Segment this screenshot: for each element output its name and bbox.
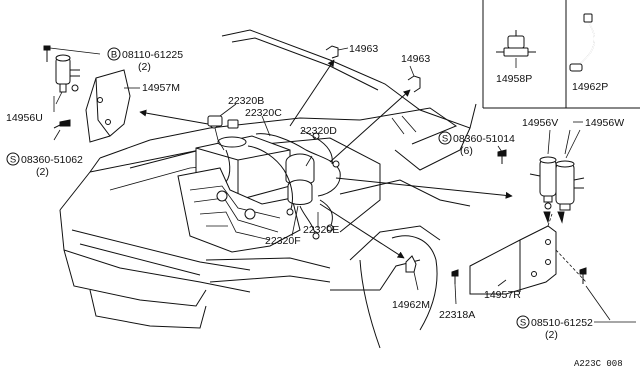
part-number-14956w: 14956W bbox=[585, 117, 624, 129]
part-number-22320f: 22320F bbox=[265, 235, 301, 247]
part-number-14957m: 14957M bbox=[142, 82, 180, 94]
inset-box bbox=[482, 0, 640, 109]
quantity-08360-51014: (6) bbox=[460, 145, 473, 157]
hose-14962p-drawing bbox=[569, 13, 596, 72]
part-number-22320d: 22320D bbox=[300, 125, 337, 137]
car-body bbox=[59, 29, 477, 349]
clip-14963b-drawing bbox=[407, 65, 421, 93]
bracket-14957m-drawing bbox=[85, 69, 131, 143]
part-number-14963-a: 14963 bbox=[349, 43, 378, 55]
screw-08360-right-drawing bbox=[497, 149, 507, 164]
leader-lines bbox=[53, 87, 581, 287]
engine-assembly bbox=[177, 115, 341, 253]
quantity-08360-51062: (2) bbox=[36, 166, 49, 178]
quantity-08510-61252: (2) bbox=[545, 329, 558, 341]
part-number-14957r: 14957R bbox=[484, 289, 521, 301]
part-number-14963-b: 14963 bbox=[401, 53, 430, 65]
callout-screw-08510: S 08510-61252 (2) bbox=[516, 315, 636, 341]
callout-screw-08360-left: S 08360-51062 (2) bbox=[6, 152, 83, 178]
callout-prefix-s-right: S bbox=[442, 134, 448, 145]
part-number-08110-61225: 08110-61225 bbox=[122, 49, 183, 61]
solenoid-14956w-drawing bbox=[543, 129, 585, 224]
callout-prefix-s-left: S bbox=[10, 155, 16, 166]
screw-08360-left-drawing bbox=[53, 119, 71, 141]
part-number-08360-51014: 08360-51014 bbox=[453, 133, 515, 145]
vacuum-valve-14958p-drawing bbox=[496, 30, 536, 68]
quantity-08110: (2) bbox=[138, 61, 151, 73]
bracket-14957r-drawing bbox=[469, 213, 587, 295]
clip-22318a-drawing bbox=[451, 269, 459, 305]
callout-screw-08360-right: S 08360-51014 (6) bbox=[438, 131, 515, 157]
part-number-14962m: 14962M bbox=[392, 299, 430, 311]
callout-prefix-s-bottom: S bbox=[520, 318, 526, 329]
clip-14962m-drawing bbox=[405, 255, 419, 291]
part-number-14956u: 14956U bbox=[6, 112, 43, 124]
screw-08510-drawing bbox=[579, 267, 611, 321]
solenoid-14956v-drawing bbox=[529, 156, 557, 210]
callout-prefix-b: B bbox=[111, 50, 117, 61]
part-number-14958p: 14958P bbox=[496, 73, 532, 85]
reference-code: A223C 008 bbox=[574, 359, 623, 369]
part-number-22320e: 22320E bbox=[303, 224, 339, 236]
bolt-08110-drawing bbox=[43, 45, 101, 62]
part-number-14956v: 14956V bbox=[522, 117, 558, 129]
part-number-08360-51062: 08360-51062 bbox=[21, 154, 83, 166]
callout-bolt-08110: B 08110-61225 (2) bbox=[107, 47, 183, 73]
part-number-22318a: 22318A bbox=[439, 309, 475, 321]
part-number-14962p: 14962P bbox=[572, 81, 608, 93]
leader-arrows bbox=[139, 59, 513, 259]
clip-14963a-drawing bbox=[325, 45, 349, 59]
solenoid-14956u-drawing bbox=[55, 54, 80, 93]
part-number-08510-61252: 08510-61252 bbox=[531, 317, 593, 329]
part-number-22320b: 22320B bbox=[228, 95, 264, 107]
part-number-22320c: 22320C bbox=[245, 107, 282, 119]
